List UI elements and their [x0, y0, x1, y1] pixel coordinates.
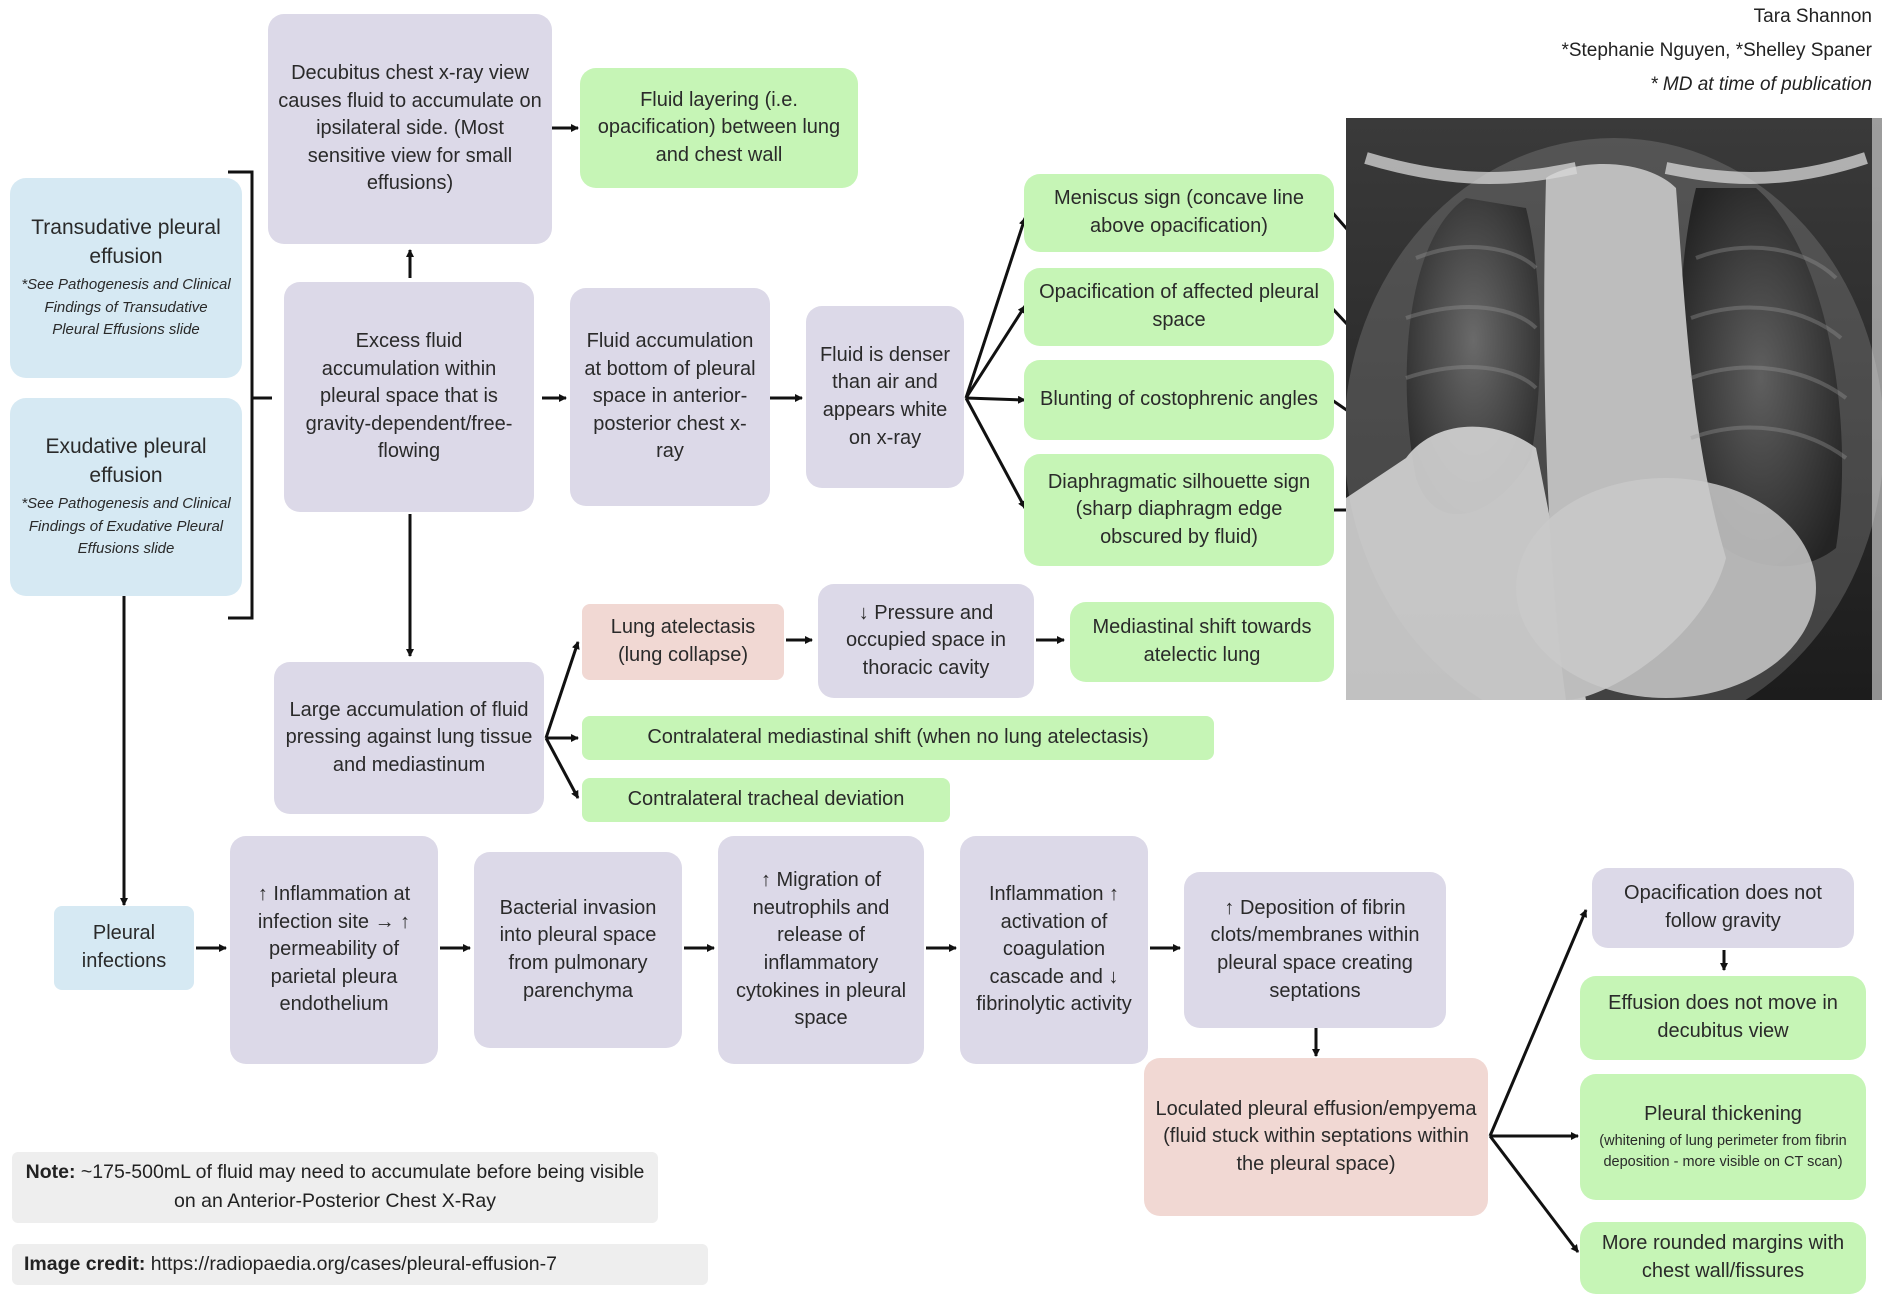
image-credit: Image credit: https://radiopaedia.org/ca…	[12, 1244, 708, 1286]
bacterial-invasion-box: Bacterial invasion into pleural space fr…	[474, 852, 682, 1048]
pleural-thickening-note: (whitening of lung perimeter from fibrin…	[1599, 1133, 1847, 1171]
atelectasis-box: Lung atelectasis (lung collapse)	[582, 604, 784, 680]
no-move-box: Effusion does not move in decubitus view	[1580, 976, 1866, 1060]
exudative-title: Exudative pleural effusion	[45, 435, 207, 488]
loculated-effusion-box: Loculated pleural effusion/empyema (flui…	[1144, 1058, 1488, 1216]
exudative-effusion-box: Exudative pleural effusion *See Pathogen…	[10, 398, 242, 596]
pleural-thickening-box: Pleural thickening (whitening of lung pe…	[1580, 1074, 1866, 1200]
author-name: Tara Shannon	[1753, 6, 1872, 27]
decubitus-box: Decubitus chest x-ray view causes fluid …	[268, 14, 552, 244]
author-coauthors: *Stephanie Nguyen, *Shelley Spaner	[1561, 40, 1872, 61]
credit-url: https://radiopaedia.org/cases/pleural-ef…	[145, 1253, 557, 1275]
fluid-layering-box: Fluid layering (i.e. opacification) betw…	[580, 68, 858, 188]
no-gravity-box: Opacification does not follow gravity	[1592, 868, 1854, 948]
fluid-bottom-box: Fluid accumulation at bottom of pleural …	[570, 288, 770, 506]
exudative-note: *See Pathogenesis and Clinical Findings …	[21, 495, 231, 558]
pleural-infections-box: Pleural infections	[54, 906, 194, 990]
pressure-box: ↓ Pressure and occupied space in thoraci…	[818, 584, 1034, 698]
credit-label: Image credit:	[24, 1253, 146, 1275]
bracket	[228, 170, 254, 620]
author-note: * MD at time of publication	[1650, 74, 1872, 95]
chest-xray-image	[1346, 118, 1882, 700]
neutrophil-migration-box: ↑ Migration of neutrophils and release o…	[718, 836, 924, 1064]
opacification-space-box: Opacification of affected pleural space	[1024, 268, 1334, 346]
contralateral-shift-box: Contralateral mediastinal shift (when no…	[582, 716, 1214, 760]
volume-note: Note: ~175-500mL of fluid may need to ac…	[12, 1152, 658, 1223]
coagulation-box: Inflammation ↑ activation of coagulation…	[960, 836, 1148, 1064]
blunting-box: Blunting of costophrenic angles	[1024, 360, 1334, 440]
diaphragmatic-sign-box: Diaphragmatic silhouette sign (sharp dia…	[1024, 454, 1334, 566]
transudative-title: Transudative pleural effusion	[31, 216, 221, 269]
excess-fluid-box: Excess fluid accumulation within pleural…	[284, 282, 534, 512]
large-accumulation-box: Large accumulation of fluid pressing aga…	[274, 662, 544, 814]
transudative-effusion-box: Transudative pleural effusion *See Patho…	[10, 178, 242, 378]
rounded-margins-box: More rounded margins with chest wall/fis…	[1580, 1222, 1866, 1294]
pleural-thickening-title: Pleural thickening	[1644, 1102, 1802, 1125]
fibrin-deposition-box: ↑ Deposition of fibrin clots/membranes w…	[1184, 872, 1446, 1028]
fluid-denser-box: Fluid is denser than air and appears whi…	[806, 306, 964, 488]
meniscus-sign-box: Meniscus sign (concave line above opacif…	[1024, 174, 1334, 252]
inflammation-site-box: ↑ Inflammation at infection site → ↑ per…	[230, 836, 438, 1064]
note-text: ~175-500mL of fluid may need to accumula…	[75, 1161, 645, 1213]
note-label: Note:	[25, 1161, 76, 1183]
transudative-note: *See Pathogenesis and Clinical Findings …	[21, 276, 231, 339]
mediastinal-shift-box: Mediastinal shift towards atelectic lung	[1070, 602, 1334, 682]
tracheal-deviation-box: Contralateral tracheal deviation	[582, 778, 950, 822]
